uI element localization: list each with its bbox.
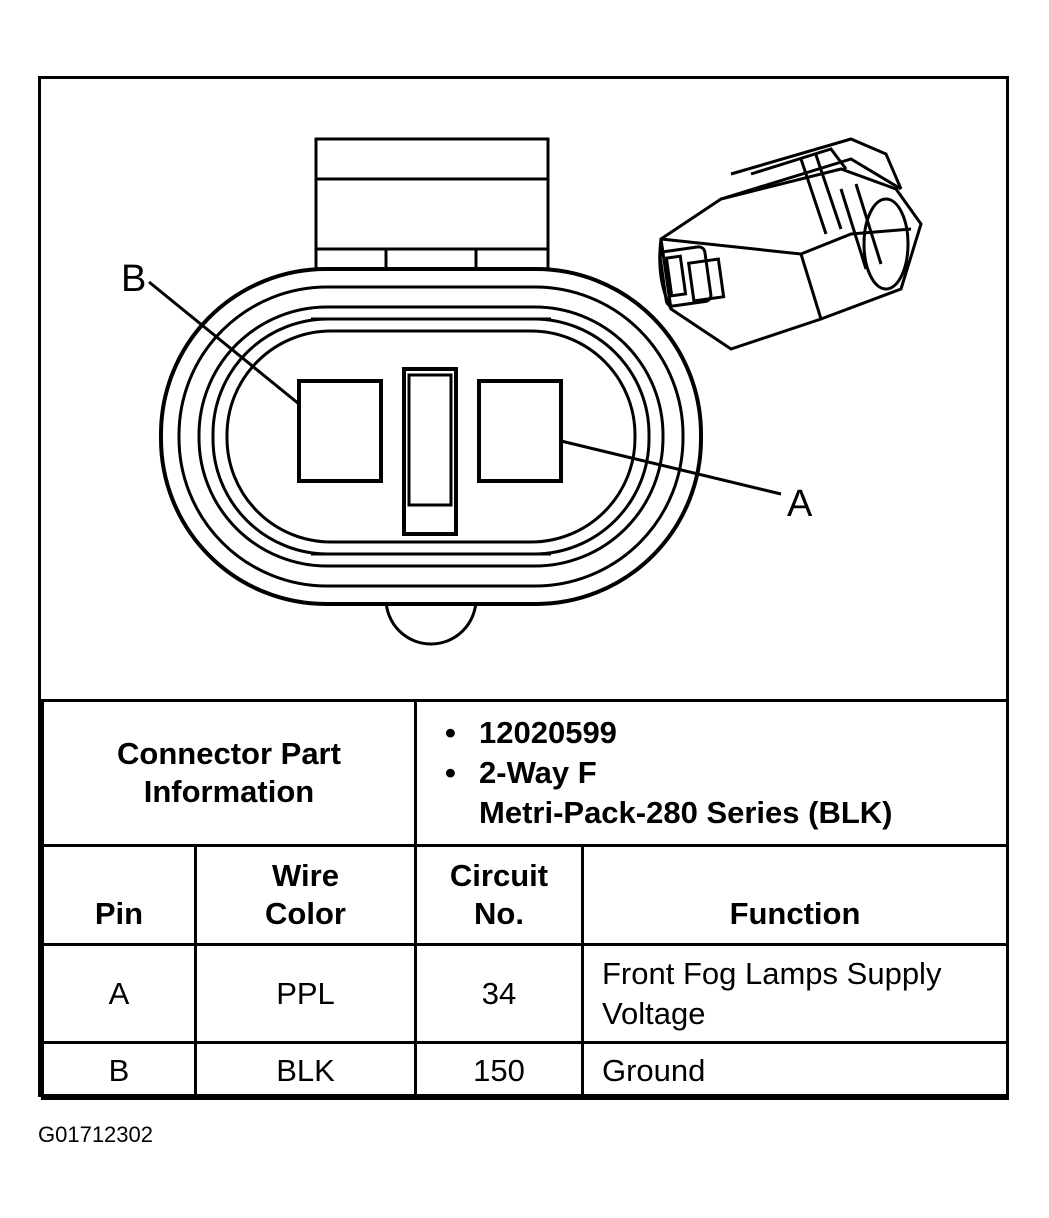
figure-id: G01712302 (38, 1122, 153, 1147)
connector-outer-shell (159, 267, 703, 606)
connector-bottom-tab (384, 598, 478, 646)
pin-label-a: A (787, 483, 813, 525)
pin-table: Pin Wire Color Circuit No. Function A PP… (41, 844, 1009, 1100)
header-wire-color: Wire Color (194, 844, 417, 946)
terminal-b (297, 379, 383, 483)
part-number: 12020599 (445, 713, 1006, 753)
center-key (402, 367, 458, 536)
connector-latch-housing (314, 137, 550, 281)
connector-perspective-view (658, 137, 923, 351)
function-cell: Front Fog Lamps Supply Voltage (581, 943, 1009, 1044)
pin-cell: B (41, 1041, 197, 1100)
connector-figure-frame: B A Connector Part Information 12020599 … (38, 76, 1009, 1100)
header-function: Function (581, 844, 1009, 946)
circuit-cell: 34 (414, 943, 584, 1044)
header-pin: Pin (41, 844, 197, 946)
connector-drawing: B A (121, 137, 923, 646)
pin-table-header: Pin Wire Color Circuit No. Function (41, 844, 1009, 946)
leader-line-b (148, 280, 300, 406)
pin-label-b: B (121, 258, 146, 300)
connector-part-details: 12020599 2-Way F Metri-Pack-280 Series (… (414, 699, 1009, 847)
connector-type: 2-Way F Metri-Pack-280 Series (BLK) (445, 753, 1006, 833)
terminal-a (477, 379, 563, 483)
table-row: A PPL 34 Front Fog Lamps Supply Voltage (41, 943, 1009, 1044)
pin-cell: A (41, 943, 197, 1044)
connector-info-table: Connector Part Information 12020599 2-Wa… (41, 699, 1009, 847)
function-cell: Ground (581, 1041, 1009, 1100)
circuit-cell: 150 (414, 1041, 584, 1100)
wire-color-cell: PPL (194, 943, 417, 1044)
header-circuit-no: Circuit No. (414, 844, 584, 946)
connector-part-information-label: Connector Part Information (41, 699, 417, 847)
table-row: B BLK 150 Ground (41, 1041, 1009, 1100)
wire-color-cell: BLK (194, 1041, 417, 1100)
leader-line-a (560, 439, 782, 496)
